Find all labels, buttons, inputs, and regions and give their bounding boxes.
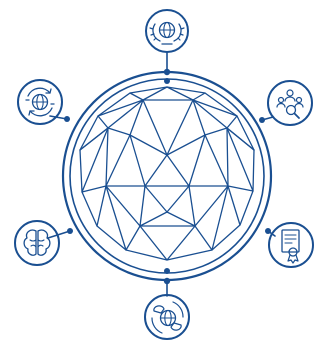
connector-dots: [64, 68, 271, 285]
people-network-magnifier-icon: [267, 80, 313, 126]
connector-lines: [47, 51, 276, 297]
globe-with-laurel-wreath-icon: [145, 9, 189, 53]
outer-ring: [61, 70, 273, 282]
brain-icon: [14, 220, 60, 266]
inner-ring: [69, 78, 265, 274]
globe-speech-bubbles-icon: [144, 294, 190, 340]
globe-in-gear-cycle-icon: [17, 79, 63, 125]
certificate-ribbon-icon: [268, 222, 314, 268]
geodesic-sphere-icon: [79, 86, 255, 261]
